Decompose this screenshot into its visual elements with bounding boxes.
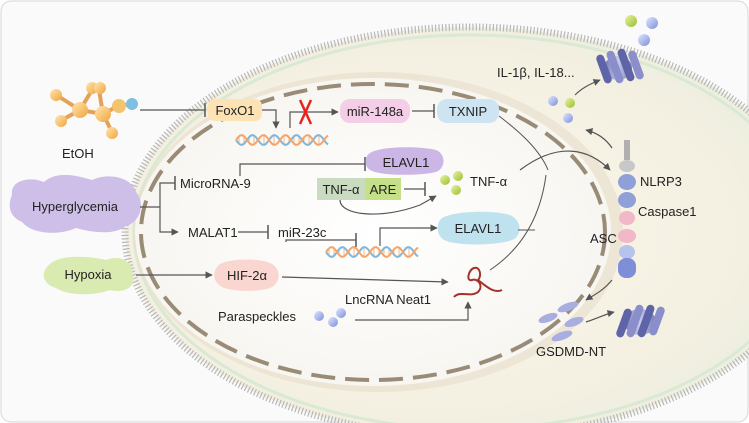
- edge-to-nlrp3: [519, 150, 611, 171]
- edge-cytokines-release: [574, 79, 601, 96]
- are-label: ARE: [370, 182, 397, 197]
- edge-hyperglycemia-malat1: [159, 207, 179, 236]
- microrna9-label: MicroRNA-9: [180, 176, 251, 191]
- edge-mir23c-dna: [285, 239, 356, 242]
- edge-dna-mir148a: [289, 108, 339, 128]
- hypoxia-node: Hypoxia: [43, 256, 134, 295]
- gsdmd-pore-icon: [616, 304, 665, 338]
- asc-label: ASC: [590, 231, 617, 246]
- edge-inflammasome-gsdmd: [585, 279, 613, 301]
- tnfa-protein-label: TNF-α: [470, 174, 508, 189]
- edge-dna-elavl1: [379, 224, 438, 246]
- lncrna-neat1-label: LncRNA Neat1: [345, 292, 431, 307]
- hypoxia-label: Hypoxia: [65, 267, 113, 282]
- elavl1-bottom-node: ELAVL1: [437, 211, 520, 245]
- edge-foxo1-dna: [262, 109, 280, 129]
- mir23c-label: miR-23c: [278, 225, 327, 240]
- paraspeckles-label: Paraspeckles: [218, 309, 297, 324]
- hyperglycemia-label: Hyperglycemia: [32, 199, 119, 214]
- hif2a-label: HIF-2α: [227, 268, 268, 283]
- edge-hif2a-neat1: [281, 276, 449, 286]
- hyperglycemia-node: Hyperglycemia: [9, 174, 141, 233]
- lncrna-neat1-icon: [453, 266, 503, 298]
- edge-neat1-link: [489, 174, 547, 271]
- txnip-label: TXNIP: [449, 104, 487, 119]
- edge-microrna9-elavl1: [239, 163, 365, 176]
- edge-paraspeckles-neat1: [355, 301, 472, 321]
- foxo1-label: FoxO1: [215, 103, 254, 118]
- nucleus: [133, 72, 623, 392]
- malat1-label: MALAT1: [188, 225, 238, 240]
- nlrp3-label: NLRP3: [640, 174, 682, 189]
- edge-txnip-down: [498, 115, 549, 171]
- elavl1-bottom-label: ELAVL1: [455, 221, 502, 236]
- mir148a-label: miR-148a: [347, 104, 404, 119]
- foxo1-node: FoxO1: [208, 99, 262, 121]
- hif2a-node: HIF-2α: [214, 259, 279, 291]
- nlrp3-inflammasome-icon: [618, 140, 636, 278]
- il-label: IL-1β, IL-18...: [497, 65, 575, 80]
- elavl1-top-node: ELAVL1: [365, 147, 444, 175]
- caspase1-label: Caspase1: [638, 204, 697, 219]
- dna-helix-icon: [235, 134, 329, 146]
- cytokine-dots-icon: [548, 96, 575, 123]
- gsdmd-label: GSDMD-NT: [536, 344, 606, 359]
- gsdmd-nt-icon: [538, 301, 584, 342]
- tnfa-protein-icon: [440, 171, 463, 195]
- released-cytokines-icon: [625, 15, 658, 46]
- edge-tnfa-gene-protein: [339, 195, 437, 215]
- membrane-channel-icon: [596, 48, 644, 84]
- etoh-label: EtOH: [62, 146, 94, 161]
- nuclear-envelope: [139, 82, 607, 382]
- txnip-node: TXNIP: [437, 99, 499, 123]
- tnfa-gene-node: TNF-α ARE: [317, 178, 401, 200]
- dna-helix-icon: [325, 246, 419, 258]
- tnfa-gene-label: TNF-α: [322, 182, 360, 197]
- cell-membrane: [121, 23, 749, 423]
- paraspeckles-icon: [314, 308, 346, 327]
- mir148a-node: miR-148a: [340, 99, 410, 123]
- edge-hyperglycemia-microrna9: [159, 182, 175, 207]
- elavl1-top-label: ELAVL1: [383, 155, 430, 170]
- ethanol-molecule-icon: [50, 82, 138, 139]
- edge-gsdmd-pore: [585, 310, 615, 323]
- edge-inflammasome-cytokines: [585, 128, 613, 149]
- inhibition-x-icon: [298, 99, 313, 125]
